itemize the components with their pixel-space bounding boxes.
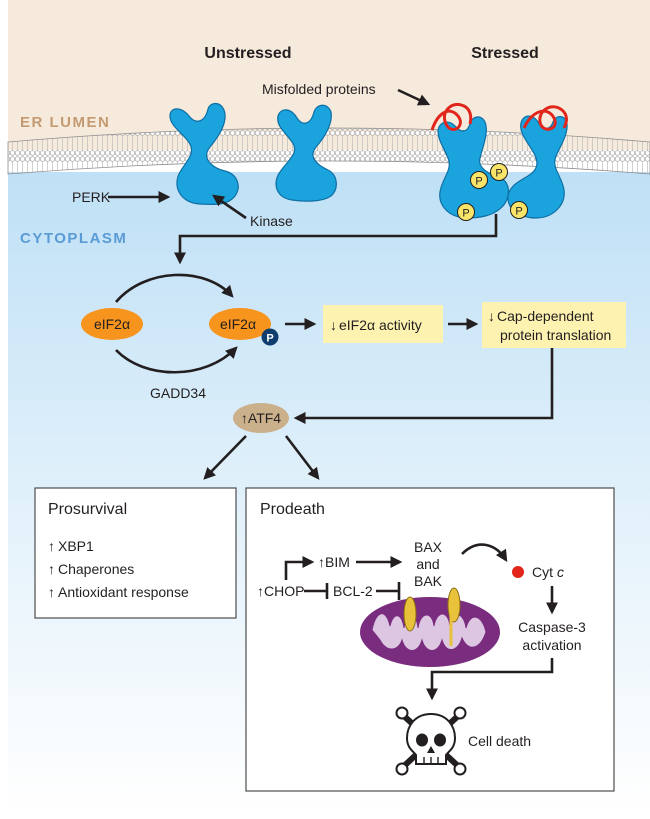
chop-to-bim-arrow	[284, 556, 315, 580]
dephosphorylation-arrow	[115, 346, 238, 374]
translation-to-atf4-arrow	[293, 348, 554, 424]
phosphate-label: P	[462, 208, 469, 220]
eif2a-activity-label: eIF2α activity	[339, 317, 422, 333]
bak-label: BAK	[414, 573, 443, 589]
cytoplasm-label: CYTOPLASM	[20, 230, 127, 247]
perk-stressed-right	[507, 115, 568, 219]
cap-dependent-label: Cap-dependent	[497, 308, 594, 324]
phosphate-group-1: P	[470, 171, 488, 189]
eif2a-label: eIF2α	[94, 316, 130, 332]
perk-monomer-right	[275, 104, 337, 202]
caspase-line1: Caspase-3	[518, 619, 586, 635]
skull-icon	[395, 706, 467, 776]
up-arrow-glyph: ↑	[241, 410, 248, 426]
atf4-to-prodeath-arrow	[284, 435, 320, 480]
phosphate-group-4: P	[510, 201, 528, 219]
prodeath-title: Prodeath	[260, 501, 325, 518]
phosphate-group-3: P	[457, 203, 475, 221]
cyt-c-italic: c	[557, 564, 564, 580]
and-label: and	[416, 556, 439, 572]
cap-dependent-box	[482, 302, 626, 348]
misfolded-protein-right	[522, 105, 568, 131]
er-lumen-label: ER LUMEN	[20, 114, 110, 131]
kinase-arrow	[212, 194, 247, 220]
cap-dependent-line1: ↓Cap-dependent	[488, 308, 594, 324]
unstressed-label: Unstressed	[204, 45, 291, 62]
eif2a-node	[81, 308, 143, 340]
eif2a-activity-box	[323, 305, 443, 343]
phosphate-label: P	[495, 168, 502, 180]
phosphate-group-2: P	[490, 163, 508, 181]
eif2a-activity-text: ↓eIF2α activity	[330, 317, 422, 333]
down-arrow-glyph: ↓	[488, 308, 495, 324]
prosurvival-item-3: ↑Antioxidant response	[48, 584, 189, 600]
perk-monomer-left	[169, 102, 239, 206]
down-arrow-glyph: ↓	[330, 317, 337, 333]
prosurvival-item-1: ↑XBP1	[48, 538, 94, 554]
bax-label: BAX	[414, 539, 443, 555]
perk-label: PERK	[72, 189, 111, 205]
cyt-c-dot	[512, 566, 524, 578]
atf4-to-prosurvival-arrow	[203, 435, 247, 480]
cap-dependent-line2: protein translation	[500, 327, 611, 343]
prosurvival-item-2: ↑Chaperones	[48, 561, 134, 577]
kinase-label: Kinase	[250, 213, 293, 229]
mitochondrion-cristae	[371, 613, 487, 651]
prosurvival-box	[34, 487, 237, 619]
eif2a-p-node	[209, 308, 271, 340]
eif2a-phosphate-label: P	[266, 333, 273, 345]
gadd34-label: GADD34	[150, 385, 206, 401]
bim-label: BIM	[325, 554, 350, 570]
bax-pore-left	[403, 596, 417, 632]
bcl2-label: BCL-2	[333, 583, 373, 599]
misfolded-arrow	[397, 88, 431, 106]
atf4-node	[233, 403, 289, 433]
eif2a-phosphate-icon	[261, 328, 279, 346]
phosphorylation-arrow	[115, 273, 234, 303]
misfolded-protein-left	[430, 103, 473, 131]
perk-to-eif2a-arrow	[174, 214, 498, 265]
eif2a-p-label: eIF2α	[220, 316, 256, 332]
atf4-label: ATF4	[248, 410, 281, 426]
atf4-text: ↑ATF4	[241, 410, 281, 426]
chop-text: ↑CHOP	[257, 583, 304, 599]
chop-label: CHOP	[264, 583, 304, 599]
phosphate-label: P	[475, 176, 482, 188]
release-arrow	[461, 543, 508, 563]
phosphate-label: P	[515, 206, 522, 218]
cell-death-label: Cell death	[468, 733, 531, 749]
prosurvival-title: Prosurvival	[48, 501, 127, 518]
caspase-to-death-arrow	[426, 658, 554, 701]
caspase-line2: activation	[522, 637, 581, 653]
cyt-label: Cyt	[532, 564, 553, 580]
misfolded-proteins-label: Misfolded proteins	[262, 81, 376, 97]
bim-text: ↑BIM	[318, 554, 350, 570]
stressed-label: Stressed	[471, 45, 539, 62]
